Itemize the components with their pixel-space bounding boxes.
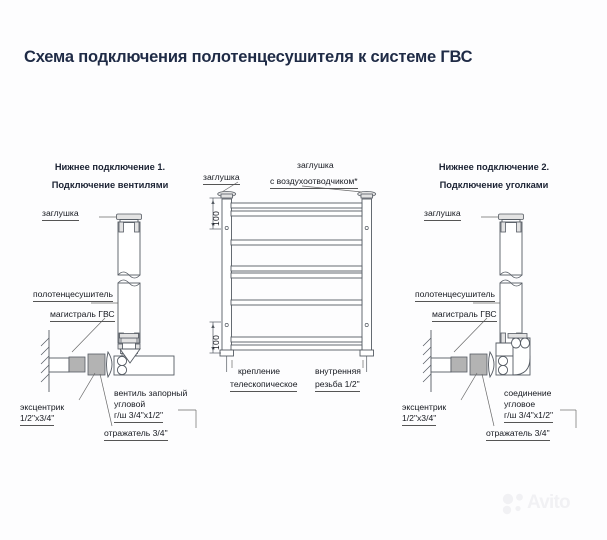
center-label-cap-vent-1: заглушка — [297, 160, 334, 170]
avito-wordmark: Avito — [527, 492, 571, 513]
left-label-cap: заглушка — [42, 208, 79, 221]
center-label-thread-2: резьба 1/2" — [315, 379, 360, 392]
right-leader-lines — [453, 216, 577, 428]
left-panel-heading-2: Подключение вентилями — [51, 180, 169, 190]
left-label-valve-1: вентиль запорный — [114, 388, 188, 398]
center-label-mount-2: телескопическое — [230, 379, 298, 392]
right-label-reflector: отражатель 3/4" — [486, 428, 550, 441]
right-assembly-art — [422, 213, 531, 392]
avito-logo-icon — [502, 493, 523, 515]
left-label-eccentric-2: 1/2"х3/4" — [20, 413, 55, 426]
left-label-valve-2: угловой — [114, 399, 146, 409]
right-label-joint-2: угловое — [504, 399, 536, 409]
right-label-joint-1: соединение — [504, 388, 552, 398]
left-assembly-art — [40, 213, 175, 392]
right-label-eccentric-2: 1/2"х3/4" — [402, 413, 437, 426]
left-label-eccentric-1: эксцентрик — [20, 402, 65, 412]
right-label-eccentric-1: эксцентрик — [402, 402, 447, 412]
avito-watermark: Avito — [501, 492, 593, 518]
center-label-mount-1: крепление — [238, 366, 281, 376]
center-dimension-top: 100 — [211, 210, 221, 226]
right-label-joint-3: г/ш 3/4"х1/2" — [504, 410, 554, 423]
right-panel-heading-2: Подключение уголками — [439, 180, 549, 190]
center-label-cap-vent-2: с воздухоотводчиком* — [270, 176, 358, 189]
left-panel-heading-1: Нижнее подключение 1. — [54, 162, 166, 172]
right-label-cap: заглушка — [424, 208, 461, 221]
left-label-dryer: полотенцесушитель — [33, 289, 114, 302]
center-ladder-art — [209, 190, 377, 372]
center-dimension-bottom: 100 — [211, 334, 221, 350]
right-label-dryer: полотенцесушитель — [415, 289, 496, 302]
right-panel-heading-1: Нижнее подключение 2. — [438, 162, 550, 172]
center-label-cap: заглушка — [203, 172, 240, 185]
left-leader-lines — [71, 216, 197, 428]
page-title: Схема подключения полотенцесушителя к си… — [24, 48, 473, 66]
center-label-thread-1: внутренняя — [315, 366, 361, 376]
left-label-reflector: отражатель 3/4" — [104, 428, 168, 441]
right-label-main: магистраль ГВС — [432, 309, 497, 322]
left-label-main: магистраль ГВС — [50, 309, 115, 322]
left-label-valve-3: г/ш 3/4"х1/2" — [114, 410, 164, 423]
